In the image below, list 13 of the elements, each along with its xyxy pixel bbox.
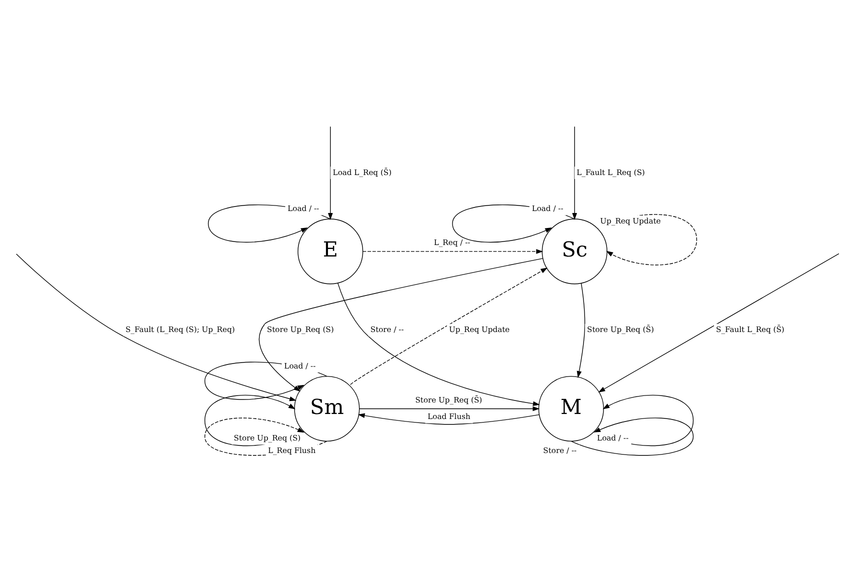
arrow — [362, 248, 543, 254]
arrow — [204, 361, 327, 400]
arrow — [327, 126, 332, 220]
arrow — [576, 282, 585, 378]
arrow — [357, 412, 540, 424]
arrow — [204, 417, 327, 456]
arrow — [598, 252, 839, 392]
arrow — [350, 267, 548, 384]
node-circle: E — [297, 218, 363, 284]
arrow — [452, 204, 577, 242]
arrow — [358, 406, 540, 411]
arrow — [207, 204, 332, 242]
arrow — [16, 253, 296, 401]
